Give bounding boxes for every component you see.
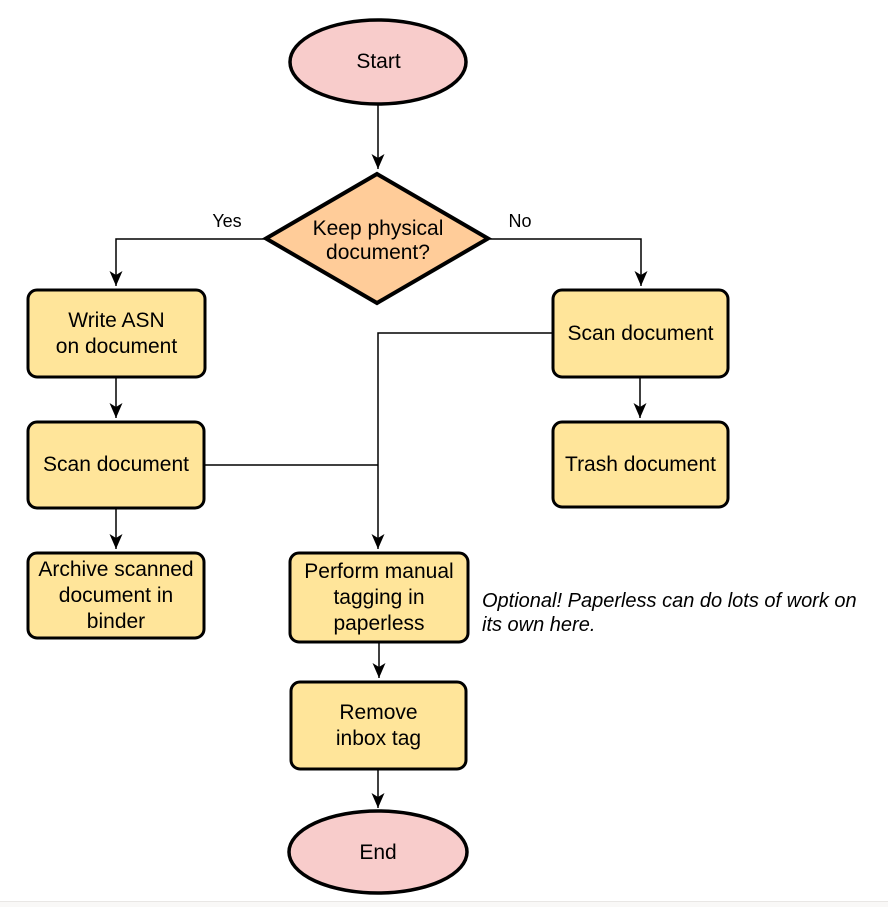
remove-tag-node-shape xyxy=(289,680,468,771)
edge-scan-right-merge-to-tagging xyxy=(371,332,553,549)
scan-left-node-shape xyxy=(26,420,206,510)
scan-right-node-shape xyxy=(551,288,730,379)
connectors xyxy=(109,104,648,808)
no-edge-label: No xyxy=(508,211,532,231)
tagging-node-shape xyxy=(288,551,470,644)
bottom-edge-strip xyxy=(0,901,888,907)
end-node-shape xyxy=(287,809,469,895)
archive-node-shape xyxy=(26,551,206,640)
edge-decision-yes-to-write-asn xyxy=(109,238,265,286)
yes-edge-label: Yes xyxy=(212,211,242,231)
optional-note: Optional! Paperless can do lots of work … xyxy=(482,590,857,636)
start-node-shape xyxy=(288,18,468,106)
node-shapes xyxy=(26,18,730,895)
write-asn-node-shape xyxy=(26,288,207,379)
trash-node-shape xyxy=(551,420,730,509)
edge-decision-no-to-scan-right xyxy=(490,238,648,286)
decision-node-shape xyxy=(262,171,492,306)
